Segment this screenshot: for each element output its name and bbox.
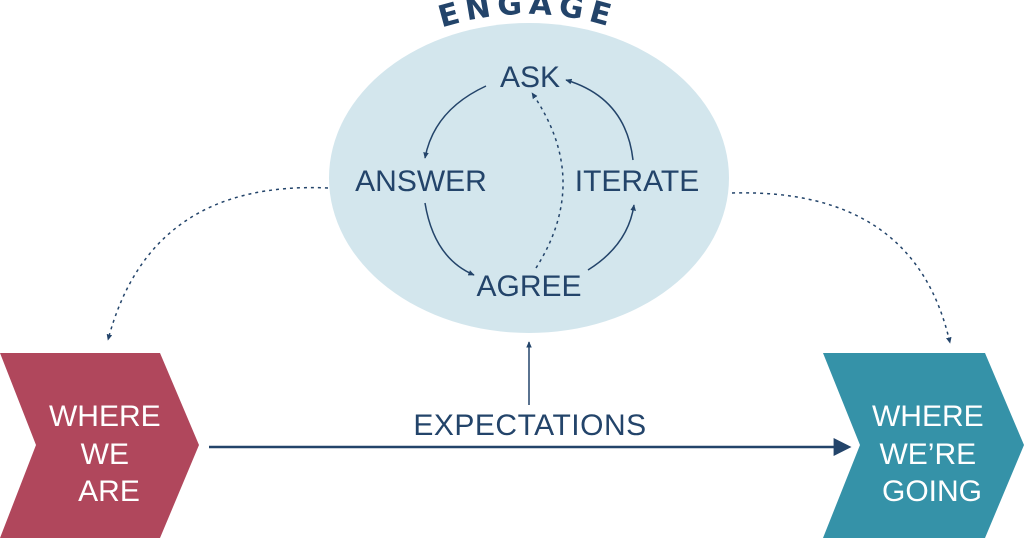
- arrow-iterate-to-ask: [565, 78, 634, 161]
- where-we-are-line-3: ARE: [78, 475, 140, 508]
- arrow-agree-to-ask-dashed: [531, 92, 564, 269]
- dotted-arrow-to-where-we-are: [106, 186, 329, 341]
- where-were-going-line-3: GOING: [882, 475, 982, 508]
- arrow-answer-to-agree: [424, 202, 475, 276]
- where-were-going-chevron: [823, 353, 1024, 538]
- where-were-going-line-2: WE’RE: [879, 438, 976, 471]
- expectations-label: EXPECTATIONS: [413, 409, 646, 442]
- cycle-agree-label: AGREE: [476, 270, 581, 303]
- arrow-agree-to-iterate: [587, 204, 636, 271]
- cycle-iterate-label: ITERATE: [575, 165, 699, 198]
- dotted-arrow-to-where-were-going: [731, 192, 952, 344]
- arrow-ask-to-answer: [423, 85, 487, 159]
- where-we-are-line-2: WE: [81, 438, 129, 471]
- where-we-are-chevron: [0, 353, 199, 538]
- where-were-going-line-1: WHERE: [872, 400, 984, 433]
- where-we-are-label: WHERE WE ARE: [49, 400, 169, 508]
- where-we-are-line-1: WHERE: [49, 400, 161, 433]
- cycle-answer-label: ANSWER: [355, 165, 487, 198]
- engage-ellipse: [329, 23, 729, 333]
- where-were-going-label: WHERE WE’RE GOING: [872, 400, 992, 508]
- cycle-ask-label: ASK: [500, 61, 560, 94]
